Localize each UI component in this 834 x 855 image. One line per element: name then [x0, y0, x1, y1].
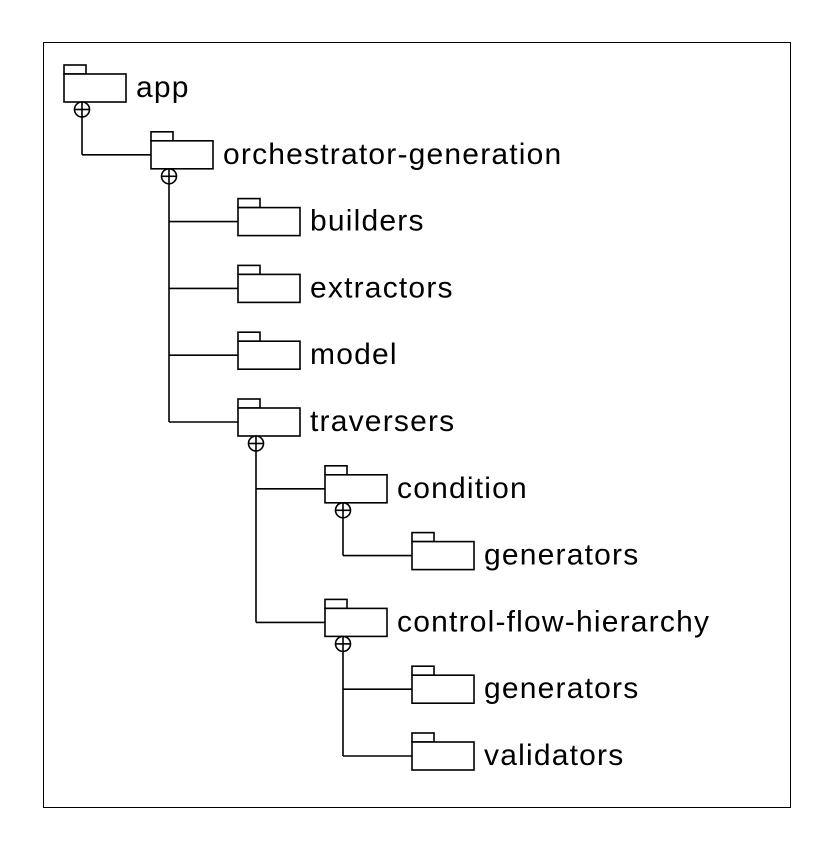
tree-node-generators[interactable]: generators: [411, 665, 639, 705]
node-label: builders: [310, 205, 425, 238]
tree-node-generators[interactable]: generators: [411, 531, 639, 572]
package-diagram-frame: [43, 42, 791, 808]
node-label: model: [310, 338, 398, 371]
expand-plus-icon[interactable]: [334, 635, 352, 653]
tree-node-traversers[interactable]: traversers: [237, 398, 455, 438]
node-label: orchestrator-generation: [223, 138, 562, 171]
node-label: app: [136, 71, 190, 104]
node-label: condition: [397, 472, 528, 505]
folder-icon: [324, 598, 388, 638]
tree-node-condition[interactable]: condition: [324, 464, 528, 505]
tree-node-model[interactable]: model: [237, 331, 398, 371]
tree-node-control-flow-hierarchy[interactable]: control-flow-hierarchy: [324, 598, 710, 638]
expand-plus-icon[interactable]: [334, 501, 352, 519]
folder-icon: [411, 665, 475, 705]
node-label: generators: [484, 539, 639, 572]
tree-node-extractors[interactable]: extractors: [237, 264, 454, 304]
tree-node-orchestrator-generation[interactable]: orchestrator-generation: [150, 131, 562, 171]
tree-node-validators[interactable]: validators: [411, 732, 624, 772]
node-label: extractors: [310, 271, 454, 304]
node-label: validators: [484, 739, 624, 772]
tree-node-app[interactable]: app: [63, 64, 190, 104]
expand-plus-icon[interactable]: [73, 101, 91, 118]
folder-icon: [63, 64, 127, 103]
folder-icon: [411, 531, 475, 571]
node-label: control-flow-hierarchy: [397, 605, 710, 638]
folder-icon: [411, 732, 475, 771]
expand-plus-icon[interactable]: [247, 435, 265, 452]
folder-icon: [150, 131, 214, 170]
expand-plus-icon[interactable]: [160, 168, 178, 185]
folder-icon: [237, 331, 301, 371]
node-label: traversers: [310, 405, 455, 438]
folder-icon: [237, 197, 301, 237]
tree-node-builders[interactable]: builders: [237, 197, 425, 238]
folder-icon: [237, 398, 301, 437]
node-label: generators: [484, 672, 639, 705]
folder-icon: [324, 464, 388, 504]
folder-icon: [237, 264, 301, 304]
